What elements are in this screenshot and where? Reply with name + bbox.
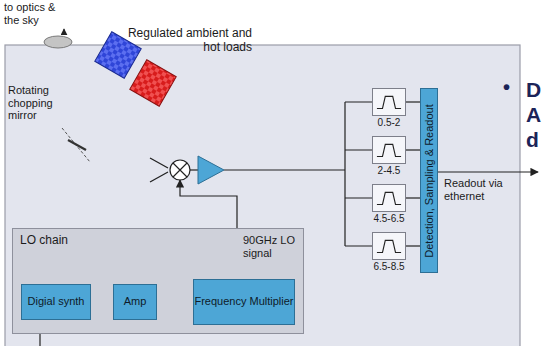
loads-label: Regulated ambient and hot loads (128, 26, 252, 54)
loads-label-holder: Regulated ambient and hot loads (120, 27, 252, 55)
band-label-holder: 6.5-8.5 (373, 261, 404, 272)
bandpass-symbol (373, 137, 405, 163)
bandpass-curve (377, 144, 401, 156)
readout-arrow (438, 171, 538, 172)
text-fragment-holder: D (526, 78, 546, 102)
text-fragment: A (526, 103, 541, 126)
bandpass-curve (377, 192, 401, 204)
readout-label-holder: Readout via ethernet (444, 177, 518, 202)
band-label-holder: 0.5-2 (378, 117, 401, 128)
node-text: Amp (124, 295, 147, 308)
text-fragment: D (526, 78, 541, 101)
sky-arrow (64, 29, 65, 35)
process-box: Amp (113, 284, 157, 320)
band-label: 6.5-8.5 (373, 261, 404, 272)
mirror-sweep (62, 128, 90, 162)
bandpass-symbol (373, 185, 405, 211)
bandpass-symbol (373, 233, 405, 259)
readout-label: Readout via ethernet (444, 177, 503, 202)
bandpass-filter: 0.5-2 (372, 88, 406, 116)
mirror-label-holder: Rotating chopping mirror (8, 84, 62, 122)
process-box: Frequency Multiplier (193, 279, 295, 325)
node-text: Digial synth (28, 295, 85, 308)
sky-label: to optics & the sky (4, 1, 55, 26)
lo-signal-label: 90GHz LO signal (243, 234, 295, 259)
text-fragment: d (526, 128, 539, 151)
chopping-mirror (68, 140, 86, 150)
bandpass-curve (377, 96, 401, 108)
band-label: 2-4.5 (378, 165, 401, 176)
rotated-holder: Detection, Sampling & Readout (423, 104, 435, 257)
bullet-fragment-holder: • (503, 76, 517, 99)
mixer-cross (173, 163, 187, 177)
node-text: Detection, Sampling & Readout (423, 104, 435, 257)
connector (406, 245, 420, 246)
bandpass-filter: 2-4.5 (372, 136, 406, 164)
connector (406, 149, 420, 150)
node-text: Frequency Multiplier (194, 295, 293, 308)
hot-load (130, 60, 176, 106)
text-fragment-holder: d (526, 128, 546, 152)
band-label-holder: 4.5-6.5 (373, 213, 404, 224)
wire (190, 169, 198, 170)
mirror-label: Rotating chopping mirror (8, 84, 53, 121)
band-label: 4.5-6.5 (373, 213, 404, 224)
connector (406, 197, 420, 198)
feed-horn (150, 158, 168, 182)
lo-signal-label-holder: 90GHz LO signal (243, 234, 303, 259)
bandpass-curve (377, 240, 401, 252)
sky-label-holder: to optics & the sky (4, 1, 66, 26)
amplifier-symbol (198, 156, 224, 184)
bandpass-filter: 6.5-8.5 (372, 232, 406, 260)
bandpass-filter: 4.5-6.5 (372, 184, 406, 212)
window-lens (44, 36, 72, 48)
readout-box: Detection, Sampling & Readout (420, 88, 438, 273)
bullet-fragment: • (503, 76, 510, 98)
process-box: Digial synth (21, 284, 91, 320)
text-fragment-holder: A (526, 103, 546, 127)
mixer-symbol (170, 160, 190, 180)
instrument-panel (5, 45, 520, 346)
node-text: LO chain (20, 233, 68, 247)
connector (406, 101, 420, 102)
band-label-holder: 2-4.5 (378, 165, 401, 176)
if-split-wires (224, 102, 372, 246)
band-label: 0.5-2 (378, 117, 401, 128)
bandpass-symbol (373, 89, 405, 115)
